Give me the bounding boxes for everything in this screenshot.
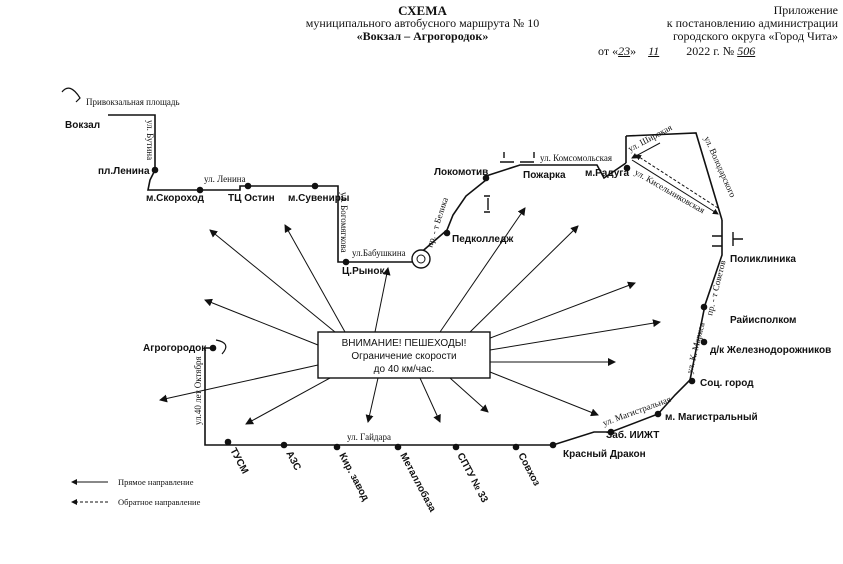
appendix-line2: к постановлению администрации: [666, 16, 838, 30]
street-k-marksa: ул. К. Маркса: [684, 321, 706, 374]
decree-number: 506: [737, 44, 756, 58]
street-butina: ул. Бутина: [145, 120, 155, 160]
stop-kir-zavod: Кир. завод: [336, 451, 371, 503]
appendix-line3: городского округа «Город Чита»: [672, 29, 838, 43]
street-sovetov: пр. - т Советов: [704, 259, 727, 316]
decree-year: 2022 г. №: [686, 44, 735, 58]
stop-pozharka: Пожарка: [523, 170, 566, 181]
decree-day: 23: [618, 44, 631, 58]
stop-raduga: м.Радуга: [585, 168, 629, 179]
stop-azs: АЗС: [283, 449, 302, 472]
speed-warning: ВНИМАНИЕ! ПЕШЕХОДЫ! Ограничение скорости…: [159, 207, 661, 425]
decree-month: 11: [648, 44, 660, 58]
street-komsomolskaya: ул. Комсомольская: [540, 153, 612, 163]
street-belika: пр. - т Белика: [424, 196, 450, 249]
stop-raiispolkom: Райисполком: [730, 315, 796, 326]
route-name: «Вокзал – Агрогородок»: [356, 29, 489, 43]
scheme-subtitle: муниципального автобусного маршрута № 10: [305, 16, 540, 30]
stop-sots-gorod: Соц. город: [700, 378, 754, 389]
legend-reverse: Обратное направление: [118, 497, 201, 507]
stop-lenina: пл.Ленина: [98, 166, 150, 177]
street-privokzalnaya: Привокзальная площадь: [86, 97, 180, 107]
stop-ostin: ТЦ Остин: [228, 193, 275, 204]
stop-sovkhoz: Совхоз: [515, 451, 542, 488]
scheme-title-block: СХЕМА муниципального автобусного маршрут…: [265, 4, 580, 43]
street-volodarskogo: ул. Володарского: [702, 135, 738, 200]
stop-zab-iizht: Заб. ИИЖТ: [606, 429, 659, 441]
decree-prefix: от «: [598, 44, 619, 58]
roundabout-icon: [411, 249, 431, 269]
street-40-let-oktyabrya: ул.40 лет Октября: [193, 356, 203, 425]
decree-line: от «23» 11 2022 г. № 506: [598, 44, 755, 59]
street-labels: Привокзальная площадь ул. Бутина ул. Лен…: [86, 97, 738, 442]
scheme-title: СХЕМА: [398, 3, 447, 18]
stop-agrogorodok: Агрогородок: [143, 343, 207, 354]
stop-tusm: ТУСМ: [227, 446, 250, 476]
warning-line3: до 40 км/час.: [374, 364, 435, 375]
legend: Прямое направление Обратное направление: [71, 477, 201, 507]
stop-sptu: СПТУ № 33: [454, 451, 490, 505]
turnaround-icon-agrogorodok: [215, 339, 227, 355]
legend-forward: Прямое направление: [118, 477, 194, 487]
appendix-label: Приложение: [773, 3, 838, 17]
route-directions: [631, 142, 719, 215]
warning-line2: Ограничение скорости: [351, 351, 456, 362]
stop-pedkolledzh: Педколледж: [452, 234, 514, 245]
crossing-marks: [484, 152, 743, 247]
stop-suveniry: м.Сувениры: [288, 193, 349, 204]
stop-labels: Вокзал пл.Ленина м.Скороход ТЦ Остин м.С…: [65, 120, 831, 514]
turnaround-icon-vokzal: [61, 87, 81, 103]
stop-vokzal: Вокзал: [65, 120, 100, 131]
street-babushkina: ул.Бабушкина: [352, 248, 406, 258]
street-gaidara: ул. Гайдара: [347, 432, 391, 442]
street-bogomyagkova: ул. Богомягкова: [339, 192, 349, 253]
stop-skorokhod: м.Скороход: [146, 193, 205, 204]
stop-poliklinika: Поликлиника: [730, 254, 796, 265]
street-lenina: ул. Ленина: [204, 174, 246, 184]
stop-rynok: Ц.Рынок: [342, 266, 385, 277]
stop-lokomotiv: Локомотив: [434, 167, 488, 178]
stop-krasny-drakon: Красный Дракон: [563, 449, 646, 460]
decree-mid: »: [630, 44, 637, 58]
street-shirokaya: ул. Широкая: [626, 122, 673, 154]
street-kiselnikovskaya: ул. Кисельниковская: [633, 167, 707, 215]
stop-markers: [151, 164, 708, 451]
stop-metallobaza: Металлобаза: [397, 451, 438, 515]
stop-magistralny: м. Магистральный: [665, 412, 758, 423]
appendix-block: Приложение к постановлению администрации…: [600, 4, 838, 43]
warning-line1: ВНИМАНИЕ! ПЕШЕХОДЫ!: [342, 338, 467, 349]
stop-dk: д/к Железнодорожников: [710, 345, 831, 356]
